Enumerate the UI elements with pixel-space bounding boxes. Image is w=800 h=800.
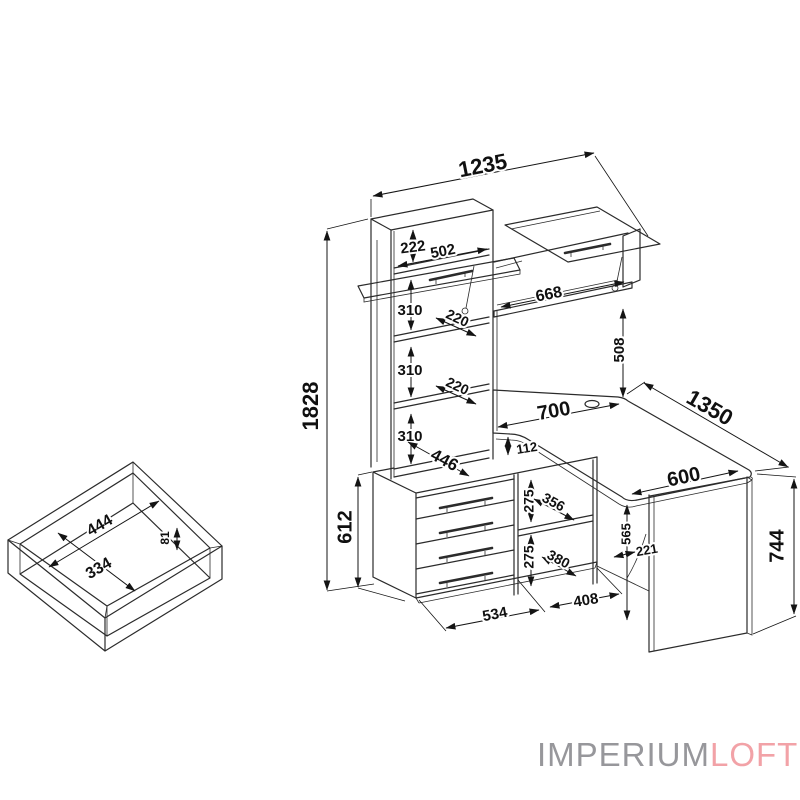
bookcase-top-face bbox=[370, 198, 494, 231]
brand-watermark: IMPERIUMLOFT bbox=[537, 736, 798, 774]
pedestal-divider bbox=[513, 473, 519, 596]
door-right-handle bbox=[563, 242, 612, 255]
dim-shelf-gap-middle: 310 bbox=[395, 346, 425, 398]
side-panel-outline bbox=[648, 476, 748, 653]
door-left-handle bbox=[428, 269, 474, 282]
dim-niche-gap-lower: 275 bbox=[519, 534, 539, 587]
dim-niche-gap-lower-label: 275 bbox=[521, 545, 537, 569]
dim-shelf-gap-lower-label: 310 bbox=[397, 428, 422, 445]
drawer-handle-2 bbox=[438, 521, 494, 535]
cable-grommet bbox=[584, 399, 600, 409]
dim-desktop-depth-label: 1350 bbox=[682, 384, 737, 430]
dim-leg-niche-depth-label: 221 bbox=[635, 541, 659, 560]
dim-niche-shelf-depth-upper: 356 bbox=[533, 487, 575, 521]
dim-pedestal-height: 612 bbox=[332, 471, 406, 602]
dim-overall-height: 1828 bbox=[296, 218, 375, 592]
dim-top-compartment-height: 222 bbox=[397, 229, 428, 263]
dim-niche-gap-upper: 275 bbox=[519, 479, 539, 523]
flip-down-door-left bbox=[357, 257, 523, 315]
tray-floor bbox=[19, 502, 211, 637]
dim-pedestal-width: 534 bbox=[418, 579, 546, 632]
dim-leg-niche-width-label: 408 bbox=[572, 590, 599, 611]
leg-niche-floor-edge bbox=[596, 565, 650, 592]
dim-drawer-box-inner-depth: 334 bbox=[57, 532, 136, 592]
pedestal-left-face bbox=[372, 467, 417, 599]
niche-shelf bbox=[517, 514, 594, 537]
drawer-front-lines bbox=[415, 478, 515, 595]
dim-overall-width-label: 1235 bbox=[456, 148, 509, 182]
hutch-bookcase bbox=[370, 198, 498, 480]
door-right-panel bbox=[504, 206, 661, 263]
dim-leg-niche-height: 565 bbox=[616, 504, 635, 621]
dim-pedestal-depth: 446 bbox=[407, 441, 470, 477]
dim-pedestal-depth-label: 446 bbox=[427, 445, 461, 475]
door-left-handle-mounts bbox=[435, 273, 466, 284]
tray-outer-bottom bbox=[7, 539, 223, 652]
door-left-thickness bbox=[363, 270, 521, 303]
cabinet-right-end bbox=[622, 228, 641, 288]
drawer-pedestal bbox=[372, 456, 650, 604]
drawer-box-detail bbox=[7, 461, 223, 652]
dim-shelf-gap-lower: 310 bbox=[395, 413, 425, 465]
dim-drawer-box-inner-width-label: 444 bbox=[84, 512, 116, 540]
dim-pedestal-width-label: 534 bbox=[481, 604, 509, 626]
dim-overall-width: 1235 bbox=[370, 146, 649, 237]
niche-right-wall bbox=[592, 456, 598, 585]
dim-drawer-box-inner-height: 81 bbox=[156, 527, 181, 551]
dim-desktop-wall-width-label: 700 bbox=[536, 398, 573, 425]
desktop-surface bbox=[492, 389, 752, 502]
dim-desktop-wall-width: 700 bbox=[497, 396, 620, 429]
door-right-strut bbox=[615, 256, 623, 287]
tray-inner-rim bbox=[19, 472, 211, 607]
drawer-handle-mounts bbox=[446, 501, 486, 587]
dim-niche-gap-upper-label: 275 bbox=[521, 489, 537, 513]
drawer-handle-4 bbox=[438, 571, 494, 585]
door-left-strut-pivot bbox=[461, 307, 469, 315]
dim-desktop-height-label: 744 bbox=[766, 528, 788, 562]
door-right-inner-line bbox=[510, 210, 601, 230]
dim-flip-compartment-width: 668 bbox=[500, 280, 625, 309]
dim-top-compartment-width-label: 502 bbox=[429, 241, 457, 262]
dim-leg-niche-height-label: 565 bbox=[618, 523, 633, 545]
door-right-handle-mounts bbox=[570, 246, 604, 257]
dim-pedestal-height-label: 612 bbox=[334, 510, 356, 543]
dim-shelf-gap-upper: 310 bbox=[395, 279, 425, 331]
side-panel-thickness bbox=[653, 476, 753, 651]
bookcase-inner-edges bbox=[376, 231, 498, 477]
dim-drawer-box-inner-depth-label: 334 bbox=[83, 555, 115, 583]
dimension-annotations: 1235 1828 612 222 502 310 310 bbox=[48, 146, 798, 635]
desk-side-panel bbox=[626, 476, 753, 653]
dim-hutch-clearance-height: 508 bbox=[609, 308, 630, 398]
dim-top-compartment-height-label: 222 bbox=[399, 238, 426, 258]
bookcase-left-edges bbox=[370, 218, 392, 480]
dim-shelf-gap-upper-label: 310 bbox=[397, 302, 422, 319]
dim-desktop-edge-offset: 112 bbox=[504, 436, 540, 459]
door-left-strut bbox=[465, 260, 523, 309]
dim-leg-niche-depth: 221 bbox=[613, 539, 661, 561]
brand-loft: LOFT bbox=[710, 736, 799, 773]
dim-desktop-edge-offset-label: 112 bbox=[515, 439, 538, 457]
dim-desktop-height: 744 bbox=[752, 473, 798, 635]
tray-rim-corners bbox=[7, 462, 223, 619]
dim-overall-height-label: 1828 bbox=[298, 382, 323, 431]
drawer-handle-1 bbox=[438, 496, 494, 510]
tray-inner-corner-edges bbox=[19, 473, 211, 636]
cabinet-top-front-edge bbox=[493, 232, 629, 263]
tray-outer-rim bbox=[7, 461, 223, 619]
brand-imperium: IMPERIUM bbox=[537, 736, 710, 773]
dim-drawer-box-inner-height-label: 81 bbox=[158, 531, 172, 545]
dim-flip-compartment-width-label: 668 bbox=[534, 284, 564, 306]
dim-niche-shelf-depth-upper-label: 356 bbox=[540, 489, 568, 514]
dim-shelf-gap-middle-label: 310 bbox=[397, 362, 422, 379]
dim-desktop-depth: 1350 bbox=[626, 381, 790, 472]
drawer-handle-3 bbox=[438, 546, 494, 560]
dim-hutch-clearance-height-label: 508 bbox=[611, 337, 628, 362]
